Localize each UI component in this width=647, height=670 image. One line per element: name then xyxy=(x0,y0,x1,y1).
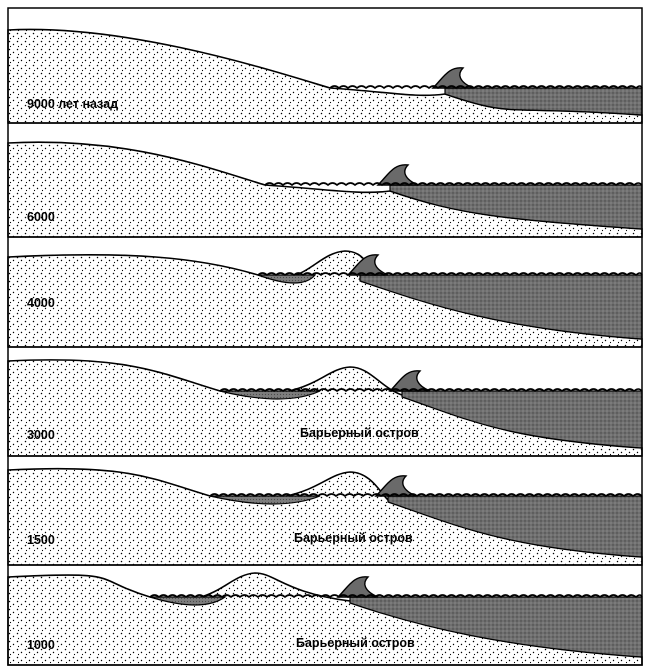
time-label: 1500 xyxy=(27,533,55,547)
barrier-island-label: Барьерный остров xyxy=(294,531,413,545)
time-label: 3000 xyxy=(27,428,55,442)
time-label: 4000 xyxy=(27,296,55,310)
time-label: 1000 xyxy=(27,638,55,652)
barrier-island-label: Барьерный остров xyxy=(300,426,419,440)
barrier-island-label: Барьерный остров xyxy=(296,636,415,650)
time-label: 9000 лет назад xyxy=(27,97,118,111)
time-label: 6000 xyxy=(27,210,55,224)
